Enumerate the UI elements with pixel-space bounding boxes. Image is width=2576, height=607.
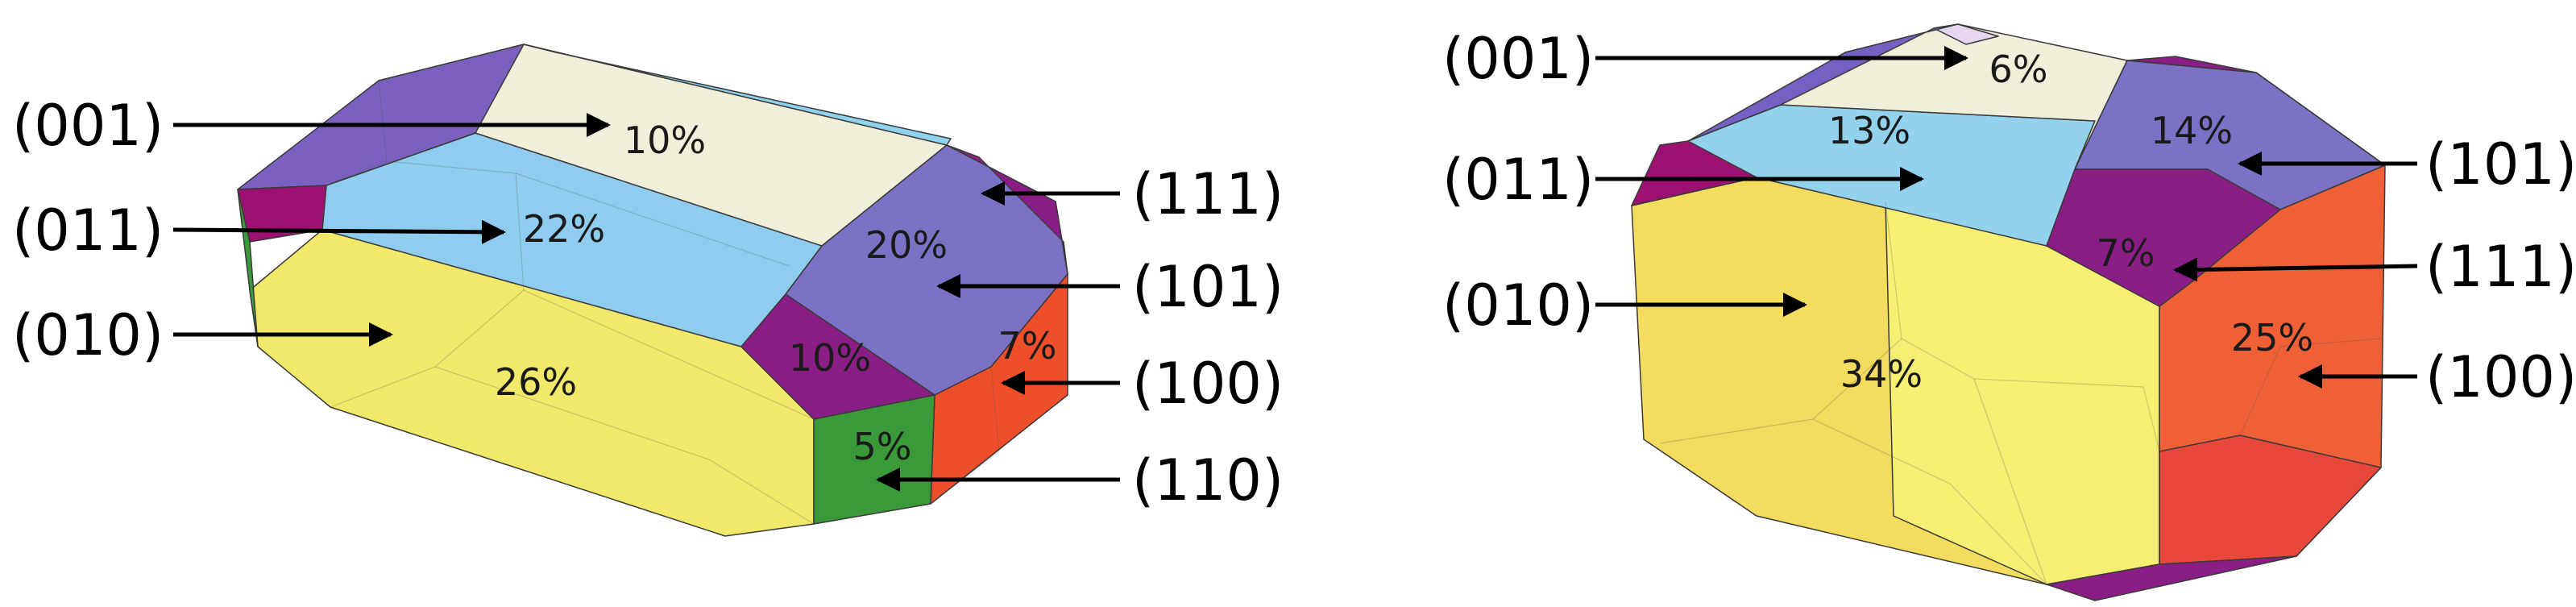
right-facet-100-lower bbox=[2159, 434, 2382, 565]
left-pct-110: 5% bbox=[853, 425, 912, 468]
left-pct-001: 10% bbox=[624, 118, 706, 162]
right-facet-111-back bbox=[1631, 140, 1757, 206]
left-label-100: (100) bbox=[1132, 351, 1284, 417]
left-label-111: (111) bbox=[1132, 161, 1284, 227]
right-facet-111-bottom bbox=[2046, 555, 2297, 601]
right-crystal bbox=[1631, 23, 2386, 601]
right-pct-100: 25% bbox=[2231, 316, 2313, 360]
left-label-010: (010) bbox=[12, 302, 164, 368]
left-label-001: (001) bbox=[12, 93, 164, 159]
left-label-101: (101) bbox=[1132, 254, 1284, 320]
left-pct-101: 20% bbox=[865, 223, 948, 267]
right-pct-010: 34% bbox=[1840, 352, 1923, 396]
right-label-101: (101) bbox=[2425, 131, 2576, 197]
right-label-100: (100) bbox=[2425, 344, 2576, 410]
right-label-010: (010) bbox=[1442, 272, 1594, 339]
left-arrow-011 bbox=[172, 219, 506, 244]
right-facet-101-back bbox=[1687, 23, 1959, 142]
left-facet-001-rim bbox=[523, 44, 952, 146]
left-label-110: (110) bbox=[1132, 447, 1284, 513]
right-pct-001: 6% bbox=[1989, 48, 2048, 91]
right-facet-111-upper bbox=[2126, 56, 2386, 166]
right-label-111: (111) bbox=[2425, 234, 2576, 300]
right-label-011: (011) bbox=[1442, 147, 1594, 213]
right-pct-011: 13% bbox=[1828, 109, 1910, 152]
left-pct-011: 22% bbox=[523, 207, 605, 251]
right-arrow-111 bbox=[2173, 257, 2418, 282]
left-label-011: (011) bbox=[12, 197, 164, 264]
right-label-001: (001) bbox=[1442, 26, 1594, 92]
left-facet-110 bbox=[813, 394, 935, 525]
right-pct-111: 7% bbox=[2097, 231, 2155, 275]
left-facet-111-back bbox=[237, 185, 327, 243]
left-crystal bbox=[237, 44, 1068, 537]
left-pct-100: 7% bbox=[998, 324, 1057, 368]
right-pct-101: 14% bbox=[2151, 109, 2233, 152]
left-pct-010: 26% bbox=[495, 360, 577, 404]
left-pct-111: 10% bbox=[789, 336, 871, 380]
